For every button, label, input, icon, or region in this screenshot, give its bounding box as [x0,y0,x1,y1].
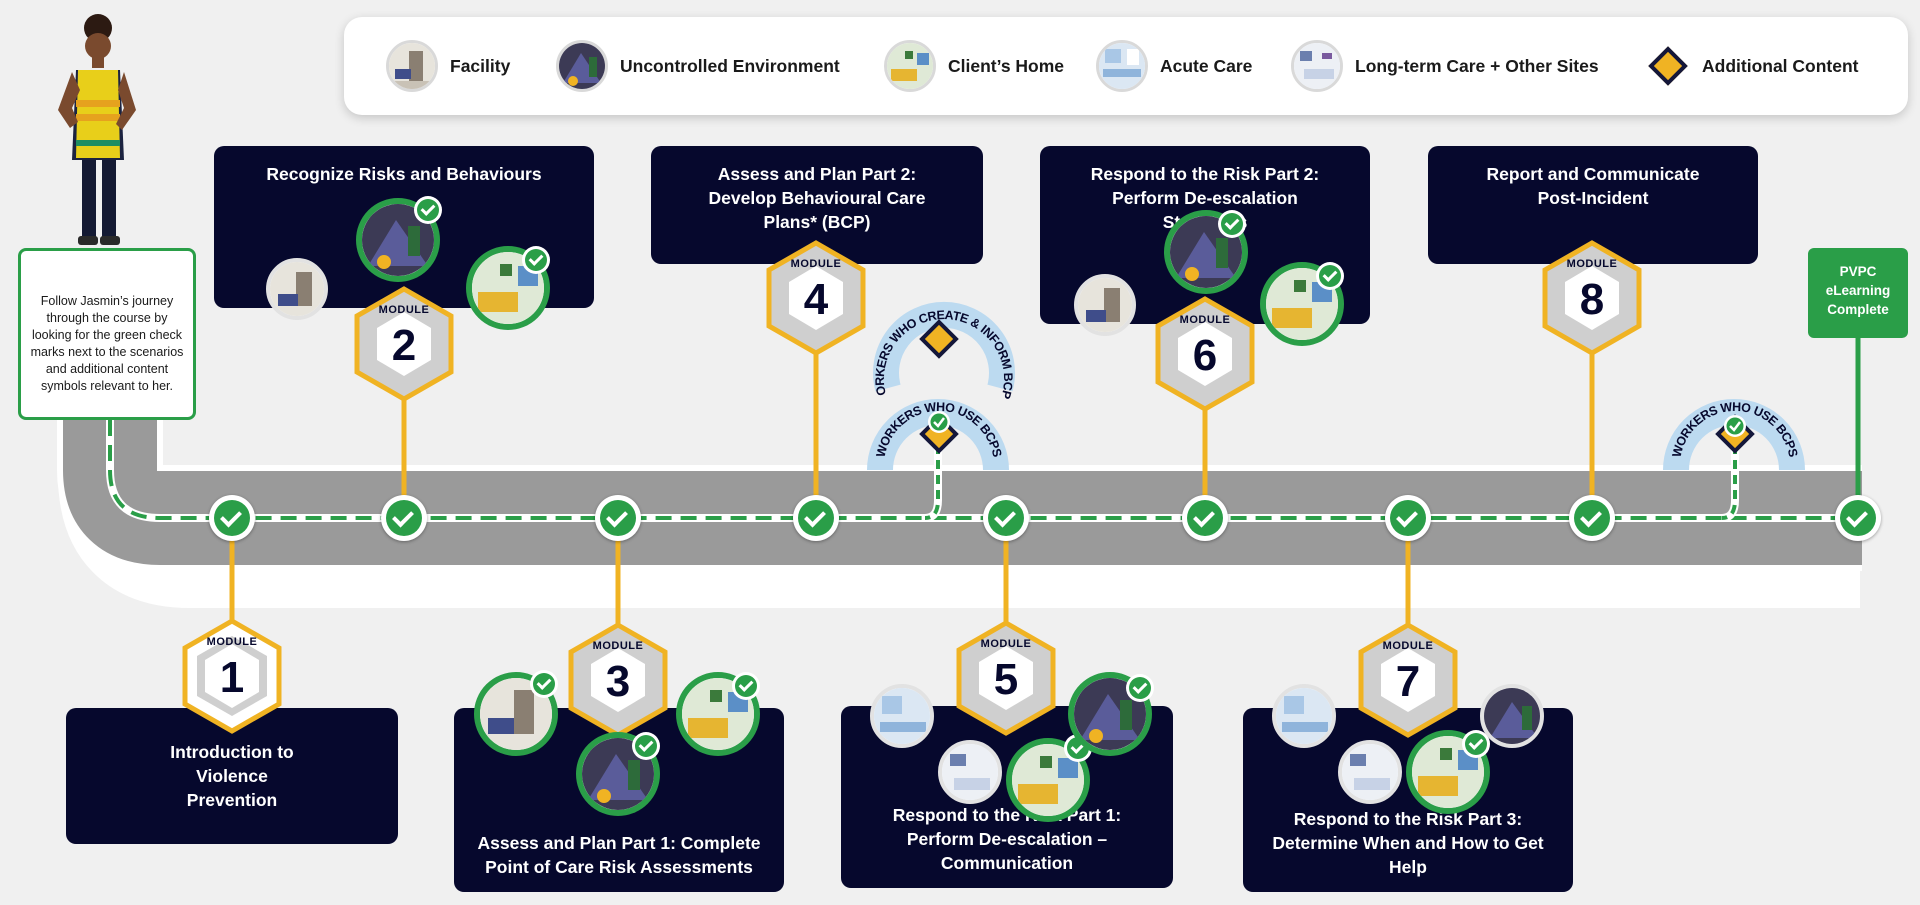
legend-label-uncontrolled: Uncontrolled Environment [620,55,840,76]
legend-item-additional-content: Additional Content [1646,17,1859,115]
long-term-care-icon[interactable] [938,740,1002,804]
legend: Facility Uncontrolled Environment Client… [344,17,1908,115]
legend-label-additional-content: Additional Content [1702,55,1859,76]
additional-content-diamond-icon-4a [919,319,959,359]
module-word: MODULE [378,304,430,316]
branch-8-green [1721,445,1737,520]
scenario-check-icon [1126,674,1154,702]
scenario-check-icon [732,672,760,700]
branch-4-green [924,445,940,520]
module-word: MODULE [1382,640,1434,652]
diamond-check-8 [1724,415,1746,437]
long-term-care-icon [1291,40,1343,92]
path-check-5[interactable] [983,495,1029,541]
acute-care-icon[interactable] [1272,684,1336,748]
path-check-6[interactable] [1182,495,1228,541]
facility-icon[interactable] [1074,274,1136,336]
clients-home-icon[interactable] [1260,262,1344,346]
module-number-1: 1 [219,653,245,702]
module-badge-5[interactable]: MODULE 5 [955,620,1057,736]
uncontrolled-environment-icon[interactable] [1480,684,1544,748]
long-term-care-icon[interactable] [1338,740,1402,804]
module-number-6: 6 [1192,331,1218,380]
facility-icon[interactable] [266,258,328,320]
acute-care-icon [1096,40,1148,92]
module-word: MODULE [980,638,1032,650]
completion-box[interactable]: PVPC eLearning Complete [1808,248,1908,338]
legend-label-acute-care: Acute Care [1160,55,1253,76]
legend-item-facility: Facility [386,17,510,115]
additional-content-diamond-icon [1648,46,1688,86]
module-number-5: 5 [993,655,1019,704]
path-check-2[interactable] [381,495,427,541]
module-title-5: Respond to the Risk Part 1: Perform De-e… [892,805,1122,873]
legend-item-long-term-care: Long-term Care + Other Sites [1291,17,1599,115]
completion-line-1: PVPC [1839,264,1877,279]
module-title-3: Assess and Plan Part 1: Complete Point o… [477,833,761,877]
path-check-1[interactable] [209,495,255,541]
module-number-2: 2 [391,321,417,370]
module-title-1: Introduction to Violence Prevention [170,742,294,810]
uncontrolled-environment-icon[interactable] [1068,672,1152,756]
scenario-check-icon [1218,210,1246,238]
module-word: MODULE [790,258,842,270]
path-check-8[interactable] [1569,495,1615,541]
module-badge-3[interactable]: MODULE 3 [567,622,669,738]
path-check-7[interactable] [1385,495,1431,541]
module-word: MODULE [206,636,258,648]
module-badge-1[interactable]: MODULE 1 [181,618,283,734]
arc-create-inform [873,301,1015,392]
module-number-7: 7 [1395,657,1421,706]
module-number-8: 8 [1579,275,1605,324]
path-check-3[interactable] [595,495,641,541]
journey-dash-green [108,420,1860,520]
module-badge-8[interactable]: MODULE 8 [1541,240,1643,356]
uncontrolled-environment-icon[interactable] [576,732,660,816]
clients-home-icon [884,40,936,92]
scenario-check-icon [530,670,558,698]
completion-line-2: eLearning [1825,283,1891,298]
path-check-complete[interactable] [1835,495,1881,541]
scenario-check-icon [522,246,550,274]
legend-item-uncontrolled: Uncontrolled Environment [556,17,840,115]
module-title-2: Recognize Risks and Behaviours [266,164,542,184]
module-badge-6[interactable]: MODULE 6 [1154,296,1256,412]
module-title-8: Report and Communicate Post-Incident [1486,164,1700,208]
scenario-check-icon [632,732,660,760]
uncontrolled-environment-icon [556,40,608,92]
module-badge-4[interactable]: MODULE 4 [765,240,867,356]
legend-label-facility: Facility [450,55,511,76]
module-badge-7[interactable]: MODULE 7 [1357,622,1459,738]
arc-use-2 [1663,399,1805,471]
legend-label-long-term-care: Long-term Care + Other Sites [1355,55,1599,76]
module-title-7: Respond to the Risk Part 3: Determine Wh… [1272,809,1544,877]
facility-icon [386,40,438,92]
path-check-4[interactable] [793,495,839,541]
scenario-check-icon [1316,262,1344,290]
module-title-4: Assess and Plan Part 2: Develop Behaviou… [708,164,926,232]
module-number-4: 4 [803,275,829,324]
completion-line-3: Complete [1827,302,1889,317]
legend-item-clients-home: Client’s Home [884,17,1064,115]
module-box-4[interactable]: Assess and Plan Part 2: Develop Behaviou… [651,146,983,264]
module-word: MODULE [592,640,644,652]
scenario-check-icon [414,196,442,224]
module-word: MODULE [1179,314,1231,326]
module-number-3: 3 [605,657,631,706]
module-word: MODULE [1566,258,1618,270]
module-badge-2[interactable]: MODULE 2 [353,286,455,402]
acute-care-icon[interactable] [870,684,934,748]
intro-note: Follow Jasmin’s journey through the cour… [18,248,196,420]
diamond-check-4b [928,411,950,433]
jasmin-character [58,14,136,245]
legend-label-clients-home: Client’s Home [948,55,1065,76]
legend-item-acute-care: Acute Care [1096,17,1252,115]
